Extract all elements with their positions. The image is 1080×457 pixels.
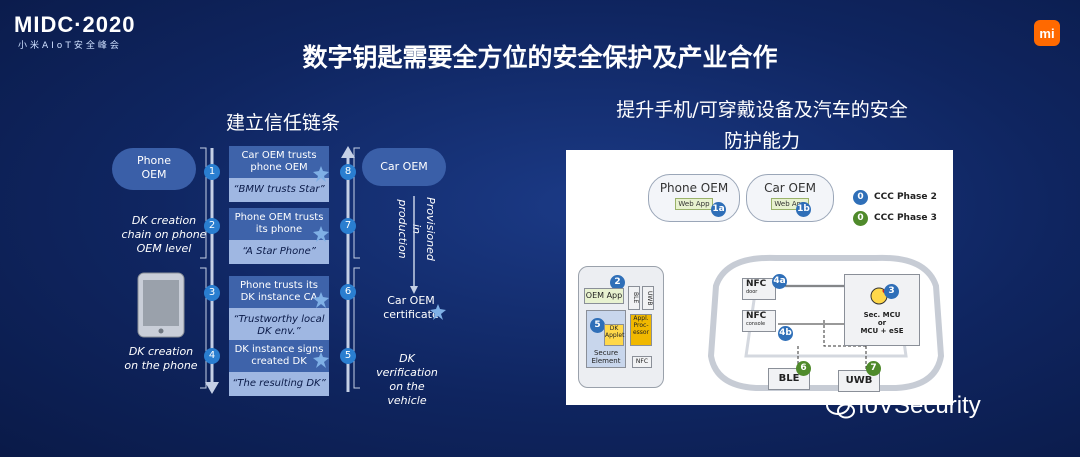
trust-card-4: DK instance signs created DK “The result… (229, 340, 329, 396)
door-label: door (746, 289, 758, 295)
dk-applet-box: DK Applet (604, 324, 624, 346)
console-label: console (746, 321, 766, 327)
phone-oem-label: Phone OEM (659, 181, 729, 195)
legend-phase3-label: CCC Phase 3 (874, 213, 937, 223)
dk-creation-text: DK creation on the phone (124, 345, 198, 372)
tablet-icon (137, 272, 185, 338)
seal-icon (430, 304, 446, 320)
step-2: 2 (204, 218, 220, 234)
slide-title: 数字钥匙需要全方位的安全保护及产业合作 (302, 43, 778, 72)
step-4: 4 (204, 348, 220, 364)
app-processor-box: Appl. Proc- essor (630, 314, 652, 346)
step-6: 6 (340, 284, 356, 300)
badge-3: 3 (884, 284, 899, 299)
card-head: Phone OEM trusts its phone (229, 208, 329, 240)
card-quote: “The resulting DK” (232, 378, 326, 389)
phone-nfc-chip: NFC (632, 356, 652, 368)
phone-oem-cloud: Phone OEM (112, 148, 196, 190)
trust-card-1: Car OEM trusts phone OEM “BMW trusts Sta… (229, 146, 329, 202)
event-logo: MIDC·2020 (14, 12, 136, 37)
seal-icon (313, 352, 329, 368)
step-3: 3 (204, 285, 220, 301)
trust-card-3: Phone trusts its DK instance CA “Trustwo… (229, 276, 329, 344)
badge-6: 6 (796, 361, 811, 376)
nfc-door-label: NFC (746, 279, 767, 289)
dk-verify-text: DK verification on the vehicle (376, 352, 438, 407)
car-oem-label: Car OEM (764, 181, 816, 195)
step-7: 7 (340, 218, 356, 234)
badge-4b: 4b (778, 326, 793, 341)
step-8: 8 (340, 164, 356, 180)
legend-phase3-icon: 0 (853, 211, 868, 226)
badge-4a: 4a (772, 274, 787, 289)
mcu-label: Sec. MCU or MCU + eSE (860, 311, 904, 335)
step-1: 1 (204, 164, 220, 180)
card-head: Car OEM trusts phone OEM (229, 146, 329, 178)
nfc-console-label: NFC (746, 311, 767, 321)
seal-icon (313, 166, 329, 182)
ble-chip: BLE (628, 286, 640, 310)
car-oem-cloud: Car OEM (362, 148, 446, 186)
badge-5: 5 (590, 318, 605, 333)
oem-app-box: OEM App (584, 288, 624, 304)
badge-7: 7 (866, 361, 881, 376)
nfc-door-box: NFC door (742, 278, 776, 300)
badge-1b: 1b (796, 202, 811, 217)
car-oem-cloud: Car OEM Web App (746, 174, 834, 222)
seal-icon (313, 292, 329, 308)
legend-phase2-icon: 0 (853, 190, 868, 205)
secure-element-label: Secure Element (591, 349, 621, 365)
event-subtitle: 小米AIoT安全峰会 (18, 41, 122, 51)
dk-chain-text: DK creation chain on phone OEM level (121, 214, 207, 255)
card-head: Phone trusts its DK instance CA (229, 276, 329, 308)
phone-oem-cloud: Phone OEM Web App (648, 174, 740, 222)
trust-card-2: Phone OEM trusts its phone “A Star Phone… (229, 208, 329, 264)
card-quote: “A Star Phone” (242, 246, 316, 257)
wechat-icon (826, 395, 855, 419)
card-quote: “BMW trusts Star” (233, 184, 325, 195)
badge-1a: 1a (711, 202, 726, 217)
car-oem-certificate: Car OEM certificate (383, 294, 439, 321)
uwb-module: UWB (838, 370, 880, 392)
legend-phase2-label: CCC Phase 2 (874, 192, 937, 202)
card-quote: “Trustworthy local DK env.” (233, 314, 325, 337)
step-5: 5 (340, 348, 356, 364)
nfc-console-box: NFC console (742, 310, 776, 332)
mcu-box: Sec. MCU or MCU + eSE (844, 274, 920, 346)
watermark-text: IoVSecurity (858, 392, 981, 419)
badge-2: 2 (610, 275, 625, 290)
architecture-panel: Phone OEM Web App 1a Car OEM Web App 1b … (566, 150, 953, 405)
right-subtitle: 提升手机/可穿戴设备及汽车的安全防护能力 (616, 99, 908, 152)
seal-icon (313, 226, 329, 242)
mi-logo: mi (1034, 20, 1060, 46)
card-head: DK instance signs created DK (229, 340, 329, 372)
uwb-chip: UWB (642, 286, 654, 310)
left-subtitle: 建立信任链条 (226, 112, 341, 134)
